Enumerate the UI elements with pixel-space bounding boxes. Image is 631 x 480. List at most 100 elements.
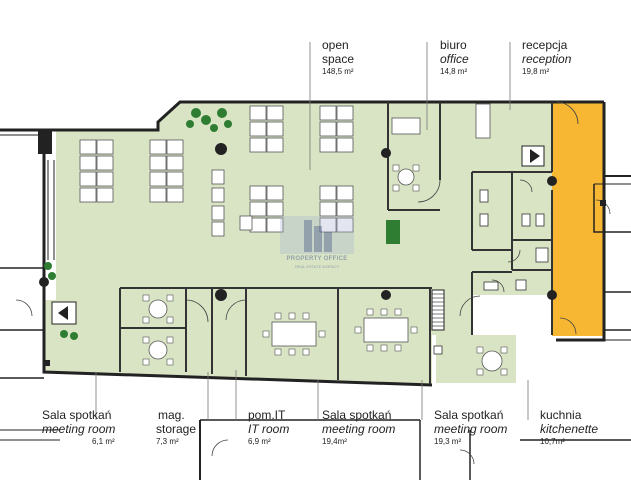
desk	[79, 155, 97, 171]
chair	[166, 316, 174, 324]
desk	[319, 121, 337, 137]
chair	[412, 164, 420, 172]
chair	[366, 308, 374, 316]
chair	[394, 308, 402, 316]
chair	[142, 294, 150, 302]
chair	[392, 184, 400, 192]
chair	[410, 326, 418, 334]
chair	[476, 346, 484, 354]
label-reception: recepcja reception 19,8 m²	[522, 38, 572, 76]
chair	[142, 358, 150, 366]
chair	[166, 358, 174, 366]
desk	[249, 137, 267, 153]
desk	[96, 171, 114, 187]
label-office: biuro office 14,8 m²	[440, 38, 469, 76]
desk	[96, 139, 114, 155]
building-logo-icon	[280, 216, 354, 254]
desk	[336, 217, 354, 233]
chair	[262, 330, 270, 338]
meeting-tables	[148, 103, 503, 372]
desk	[336, 137, 354, 153]
windows	[47, 160, 445, 331]
desk	[336, 105, 354, 121]
label-meeting-room-2: Sala spotkań meeting room 19,4m²	[322, 408, 396, 446]
desk	[336, 201, 354, 217]
chair	[380, 308, 388, 316]
desk	[79, 171, 97, 187]
desk	[266, 121, 284, 137]
chair	[500, 368, 508, 376]
watermark-title: PROPERTY OFFICE	[286, 256, 348, 262]
chair	[302, 312, 310, 320]
chair	[366, 344, 374, 352]
chair	[394, 344, 402, 352]
desk	[149, 187, 167, 203]
desk	[149, 139, 167, 155]
desk	[166, 155, 184, 171]
chair	[354, 326, 362, 334]
label-open-space: open space 148,5 m²	[322, 38, 355, 76]
desk	[149, 155, 167, 171]
watermark-subtitle: REAL ESTATE AGENCY	[294, 264, 340, 269]
desk	[249, 105, 267, 121]
desk	[96, 155, 114, 171]
label-it-room: pom.IT IT room 6,9 m²	[248, 408, 290, 446]
desk	[319, 137, 337, 153]
label-storage: mag. storage 7,3 m²	[156, 408, 197, 446]
desk	[79, 187, 97, 203]
chair	[288, 312, 296, 320]
chair	[142, 336, 150, 344]
desk	[336, 185, 354, 201]
watermark: PROPERTY OFFICE REAL ESTATE AGENCY	[276, 212, 358, 272]
desk	[211, 221, 225, 237]
chairs	[142, 164, 508, 376]
desk	[211, 187, 225, 203]
columns	[38, 130, 606, 366]
desk	[266, 201, 284, 217]
chair	[274, 312, 282, 320]
desk	[166, 187, 184, 203]
chair	[288, 348, 296, 356]
desk	[336, 121, 354, 137]
toilet-fixtures	[433, 189, 549, 355]
chair	[412, 184, 420, 192]
desk	[239, 215, 253, 231]
chair	[166, 294, 174, 302]
desk	[266, 217, 284, 233]
chair	[380, 344, 388, 352]
label-meeting-room-1: Sala spotkań meeting room 6,1 m²	[42, 408, 116, 446]
chair	[274, 348, 282, 356]
plants	[44, 108, 400, 340]
desk	[211, 205, 225, 221]
desk	[79, 139, 97, 155]
chair	[142, 316, 150, 324]
desk	[211, 169, 225, 185]
chair	[302, 348, 310, 356]
desk	[166, 171, 184, 187]
desk	[249, 121, 267, 137]
walls	[0, 100, 631, 480]
desk	[249, 201, 267, 217]
interior-walls	[119, 102, 553, 384]
desk	[249, 185, 267, 201]
desk	[266, 137, 284, 153]
leader-lines	[95, 42, 529, 420]
chair	[500, 346, 508, 354]
desk	[319, 185, 337, 201]
open-space-desks	[79, 105, 354, 237]
chair	[318, 330, 326, 338]
desk	[96, 187, 114, 203]
exit-sign-icons	[51, 145, 545, 325]
desk	[319, 201, 337, 217]
chair	[476, 368, 484, 376]
desk	[266, 185, 284, 201]
desk	[166, 139, 184, 155]
label-meeting-room-3: Sala spotkań meeting room 19,3 m²	[434, 408, 508, 446]
desk	[319, 105, 337, 121]
label-kitchenette: kuchnia kitchenette 10,7m²	[540, 408, 599, 446]
desk	[266, 105, 284, 121]
desk	[149, 171, 167, 187]
chair	[166, 336, 174, 344]
chair	[392, 164, 400, 172]
